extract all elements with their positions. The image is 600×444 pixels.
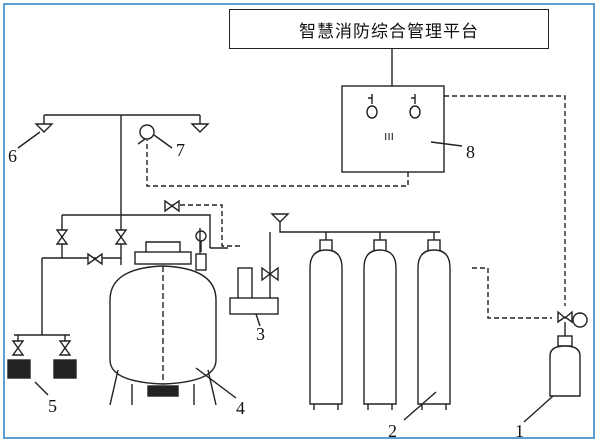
label-4: 4	[236, 398, 245, 418]
valve-2	[114, 229, 128, 245]
detector	[137, 124, 173, 149]
label-6: 6	[8, 146, 17, 166]
cylinder-manifold	[270, 213, 440, 248]
control-panel	[341, 85, 445, 173]
leader-4	[195, 367, 237, 399]
leader-5	[34, 381, 49, 396]
label-1: 1	[515, 421, 524, 441]
panel-text: ııı	[384, 129, 394, 143]
valve-6	[164, 199, 180, 213]
supply-unit-left	[7, 359, 31, 379]
leader-7	[153, 134, 173, 149]
platform-title: 智慧消防综合管理平台	[299, 21, 479, 42]
platform-box: 智慧消防综合管理平台	[229, 9, 549, 49]
leader-8	[430, 141, 463, 147]
supply-units	[7, 359, 77, 396]
cylinder-3	[417, 239, 451, 410]
leader-1	[523, 395, 554, 423]
pilot-cylinder	[523, 310, 588, 423]
cylinder-1	[309, 239, 343, 410]
valve-4	[11, 340, 25, 356]
regulator	[229, 232, 279, 327]
nozzle-left	[34, 123, 54, 133]
valve-5	[58, 340, 72, 356]
gas-cylinders	[309, 239, 451, 421]
label-5: 5	[48, 396, 57, 416]
leader-6	[17, 131, 41, 149]
image-frame	[3, 3, 595, 439]
label-8: 8	[466, 142, 475, 162]
tank-pipework	[14, 214, 228, 350]
cylinder-2	[363, 239, 397, 410]
valve-3	[87, 252, 103, 266]
nozzle-right	[190, 123, 210, 133]
signal-lines	[146, 95, 566, 319]
supply-unit-right	[53, 359, 77, 379]
panel-indicator-left	[366, 94, 378, 119]
leader-2	[403, 391, 437, 421]
valve-1	[55, 229, 69, 245]
label-7: 7	[176, 140, 185, 160]
label-3: 3	[256, 324, 265, 344]
leader-3	[255, 313, 261, 327]
label-2: 2	[388, 421, 397, 441]
pressure-tank	[109, 230, 237, 406]
panel-indicator-right	[409, 94, 421, 119]
valves	[11, 199, 180, 356]
